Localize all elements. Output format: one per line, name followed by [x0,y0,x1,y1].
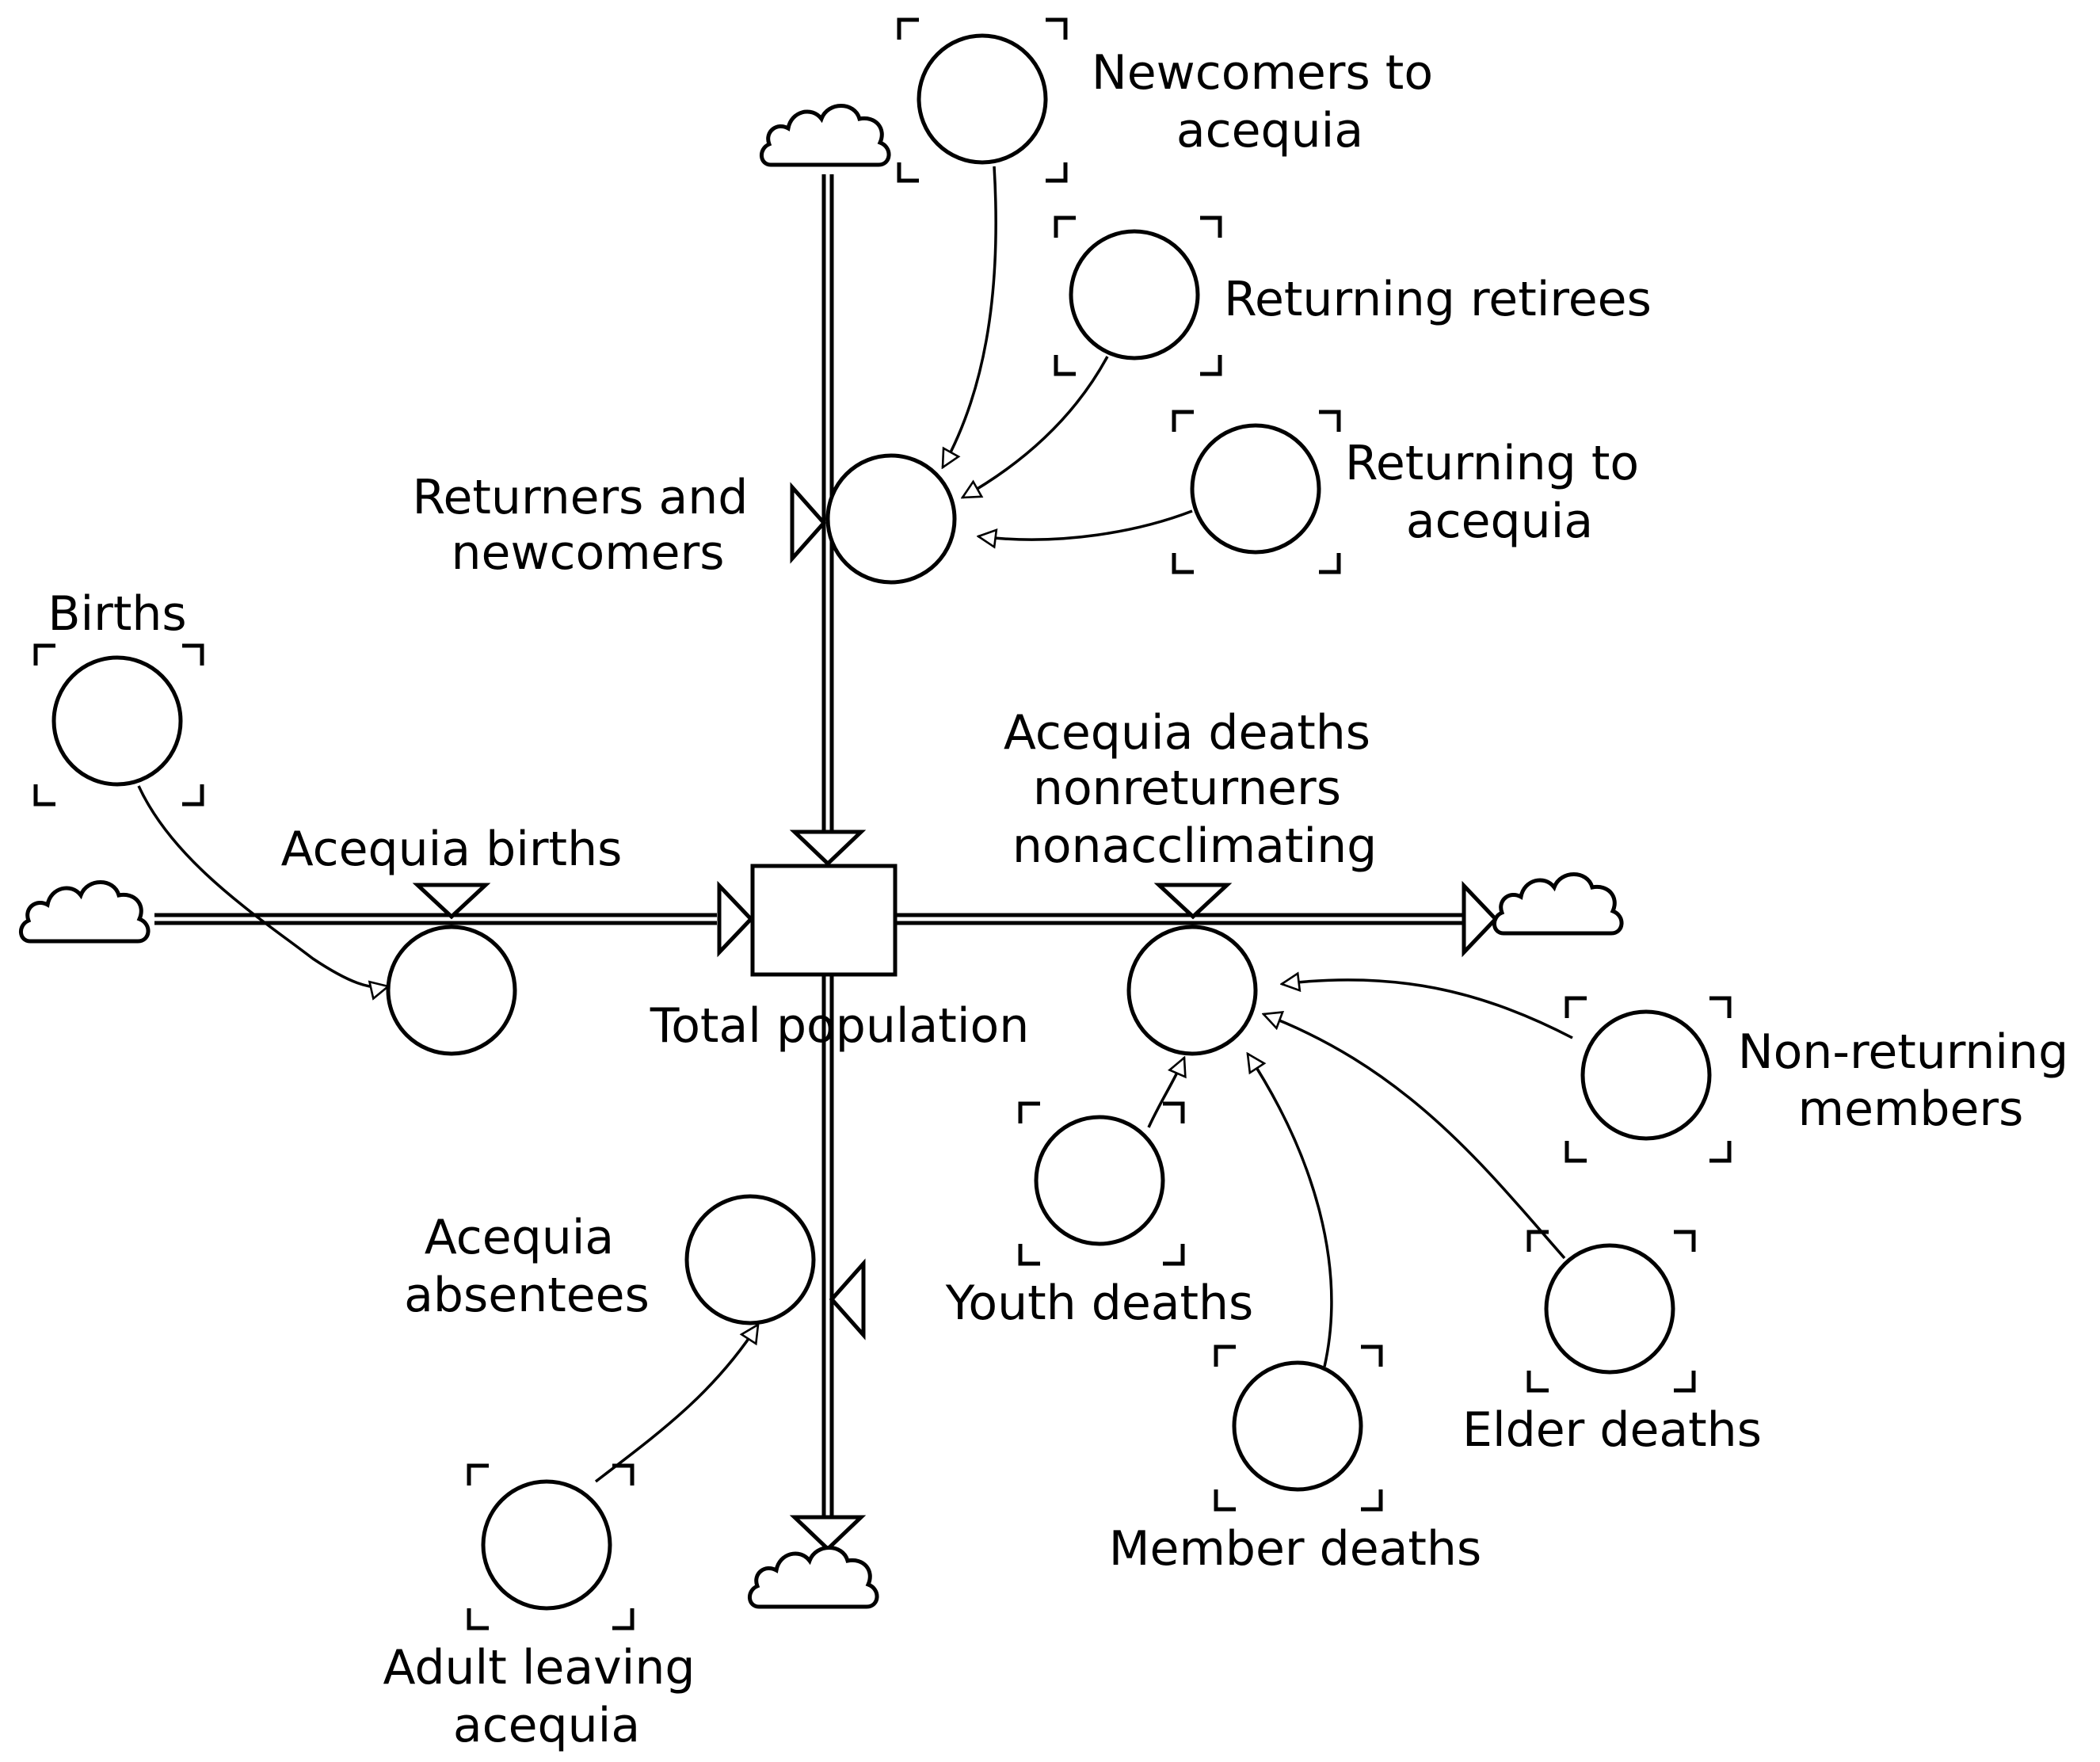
inflow-left-arrow [717,880,754,958]
connector-retirees [962,356,1109,499]
connector-member [1248,1054,1333,1367]
connector-elder [1263,1014,1566,1260]
connector-adult [594,1325,758,1483]
elder-label: Elder deaths [1462,1402,1762,1458]
retirees-label: Returning retirees [1224,272,1652,327]
var-returning[interactable] [1172,410,1341,574]
var-newcomers[interactable] [897,17,1068,183]
absentees-label: Acequia absentees [404,1210,650,1323]
source-cloud-left-icon [21,883,148,942]
flow-deaths-circle[interactable] [1126,925,1258,1056]
connector-returning [978,509,1193,540]
outflow-bottom-arrow [789,1515,867,1552]
sink-cloud-right-icon [1494,875,1622,934]
source-cloud-top-icon [761,106,889,166]
connector-births [137,785,388,987]
flow-births-circle[interactable] [386,925,517,1056]
connector-nonreturning [1282,980,1573,1039]
connector-youth [1147,1058,1184,1128]
births-valve-marker [412,883,491,920]
labels: Total population Returners and newcomers… [48,45,2084,1753]
births-flow-label: Acequia births [281,822,623,877]
inflow-top-arrow [789,830,867,867]
newcomers-label: Newcomers to acequia [1092,45,1448,158]
var-elder[interactable] [1526,1230,1696,1393]
connector-newcomers [941,166,997,467]
var-youth[interactable] [1018,1101,1185,1266]
births-var-label: Births [48,586,186,642]
var-member[interactable] [1214,1344,1383,1512]
youth-label: Youth deaths [945,1276,1254,1331]
connectors [137,166,1573,1483]
outflow-right-arrow [1462,880,1499,958]
returners-valve-marker [790,482,827,564]
var-adult[interactable] [467,1463,635,1630]
flow-pipes [154,174,1465,1533]
stock-total-population[interactable] [750,864,898,977]
returning-label: Returning to acequia [1345,436,1654,549]
var-births[interactable] [33,643,204,807]
deaths-valve-marker [1153,883,1233,920]
returners-label: Returners and newcomers [413,470,764,581]
stock-label: Total population [650,998,1029,1054]
adult-label: Adult leaving acequia [383,1640,710,1753]
flow-returners-circle[interactable] [825,453,957,585]
sink-cloud-bottom-icon [749,1548,877,1608]
var-retirees[interactable] [1054,215,1222,376]
flow-absentees-circle[interactable] [684,1194,816,1325]
var-nonreturning[interactable] [1565,996,1732,1163]
flow-arrowheads [412,482,1499,1552]
member-label: Member deaths [1109,1521,1481,1577]
deaths-flow-label: Acequia deaths nonreturners nonacclimati… [1004,705,1385,874]
variables [33,17,1732,1630]
absentees-valve-marker [829,1258,866,1341]
nonreturning-label: Non-returning members [1738,1024,2084,1137]
